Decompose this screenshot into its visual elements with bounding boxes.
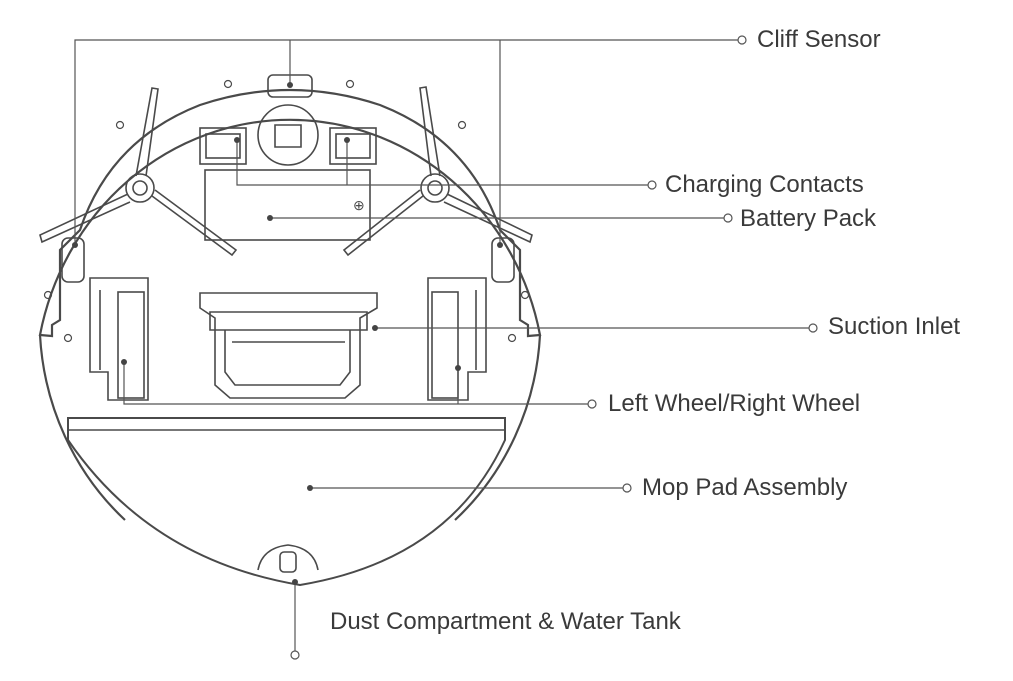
side-brush-left (39, 87, 238, 257)
robot-body-outline (38, 88, 542, 338)
label-dust-tank: Dust Compartment & Water Tank (330, 608, 681, 635)
suction-inlet (199, 292, 378, 399)
side-brush-right (342, 86, 533, 257)
screw-holes (43, 79, 530, 343)
leader-end-circles (290, 35, 818, 660)
label-cliff-sensor: Cliff Sensor (757, 26, 881, 53)
leader-lines (74, 39, 809, 651)
mop-pad-assembly (67, 417, 506, 587)
cliff-sensor-right (491, 237, 515, 283)
right-wheel (427, 277, 487, 401)
label-suction-inlet: Suction Inlet (828, 313, 961, 340)
leader-dots (72, 82, 503, 585)
label-wheels: Left Wheel/Right Wheel (608, 390, 861, 417)
label-mop-pad: Mop Pad Assembly (642, 474, 848, 501)
label-charging-contacts: Charging Contacts (665, 171, 864, 198)
cliff-sensor-left (61, 237, 85, 283)
left-wheel (89, 277, 149, 401)
battery-pack (204, 169, 371, 241)
charging-contact-right (329, 127, 377, 165)
charging-contact-left (199, 127, 247, 165)
battery-plus-icon: ⊕ (353, 197, 365, 213)
label-battery-pack: Battery Pack (740, 205, 877, 232)
